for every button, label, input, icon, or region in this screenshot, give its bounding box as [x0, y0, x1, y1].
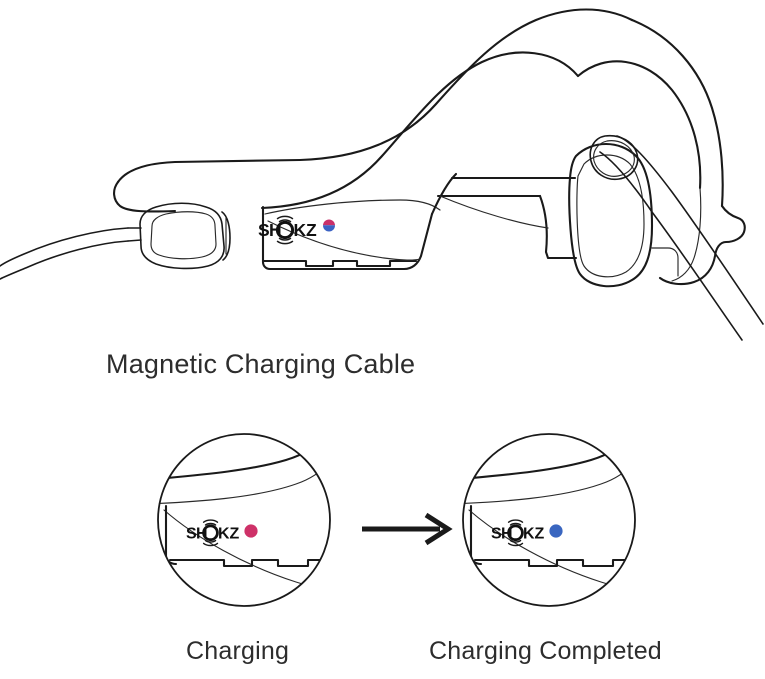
- charging-circle-contents: S H K Z: [158, 434, 330, 591]
- completed-circle-border: [462, 433, 636, 607]
- status-led-top-half: [323, 219, 335, 226]
- brand-wordmark-k: K: [294, 220, 307, 240]
- callout-a-wordmark-o-ring: [202, 524, 219, 542]
- page-title: Magnetic Charging Cable: [106, 349, 416, 379]
- callout-a-wordmark-h: H: [196, 526, 207, 543]
- callout-b-soundwave-arcs-icon: [507, 519, 524, 547]
- pad-ring-inner: [593, 140, 635, 177]
- cable-over-ear-edge-a: [616, 135, 764, 325]
- soundwave-arcs-icon: [276, 215, 294, 245]
- ear-hook-inner: [576, 60, 702, 190]
- connector-contact-plate: [221, 211, 231, 261]
- callout-a-soundwave-arcs-icon: [202, 519, 219, 547]
- rear-arm-bracket: [538, 194, 578, 260]
- charging-led: [244, 524, 258, 538]
- pad-ring-outer: [589, 134, 639, 181]
- magnetic-connector-body: [139, 202, 225, 270]
- status-led-bottom-half: [323, 225, 335, 232]
- headset-line-art: S H K Z: [0, 8, 764, 341]
- headband-outer: [116, 8, 634, 184]
- callout-b-sweep: [468, 509, 635, 591]
- charging-callout: S H K Z: [156, 432, 332, 608]
- ear-hook-base: [651, 247, 679, 277]
- transducer-pad-outer: [568, 143, 654, 288]
- right-arrow-icon: [362, 512, 453, 546]
- cable-over-ear-edge-b: [599, 151, 743, 341]
- headband-left-tip: [113, 180, 177, 213]
- flow-arrow: [360, 512, 456, 546]
- module-riser: [430, 172, 458, 216]
- charging-completed-led: [549, 524, 563, 538]
- charging-detail-circle: S H K Z: [157, 433, 331, 607]
- callout-b-wordmark-k: K: [523, 526, 535, 543]
- transducer-pad-inner: [576, 154, 645, 278]
- ear-hook-body: [658, 204, 746, 286]
- brand-wordmark-o-ring: [275, 220, 295, 240]
- cable-strain-relief: [127, 227, 142, 242]
- charging-contacts-edge: [262, 259, 418, 268]
- callout-b-contacts: [473, 558, 635, 568]
- completed-callout: S H K Z: [461, 432, 637, 608]
- callout-a-contacts: [168, 558, 330, 568]
- callout-b-wordmark-o-ring: [507, 524, 524, 542]
- completed-detail-circle: S H K Z: [462, 433, 636, 607]
- left-module-body: [261, 205, 434, 271]
- brand-wordmark-s: S: [258, 220, 269, 240]
- callout-b-brand-logo: S H K Z: [491, 519, 545, 547]
- callout-b-left-edge: [469, 504, 483, 566]
- charging-label: Charging: [186, 637, 290, 665]
- magnetic-connector-inner: [150, 211, 217, 260]
- callout-a-crease: [158, 455, 330, 505]
- rear-arm-bracket-crease: [439, 195, 549, 229]
- callout-a-wordmark-s: S: [186, 526, 197, 543]
- headband-inner: [260, 51, 580, 210]
- callout-a-brand-logo: S H K Z: [186, 519, 240, 547]
- callout-a-left-edge: [164, 504, 178, 566]
- completed-circle-contents: S H K Z: [463, 434, 635, 591]
- module-sweep-line: [267, 220, 421, 261]
- module-top-crease: [264, 199, 441, 215]
- arrow-head: [424, 512, 453, 546]
- callout-a-wordmark-z: Z: [230, 526, 240, 543]
- cable-edge-bottom: [0, 240, 129, 280]
- charging-circle-border: [157, 433, 331, 607]
- charging-completed-label: Charging Completed: [429, 637, 662, 665]
- headset-illustration: S H K Z: [0, 8, 764, 341]
- ear-hook-outer: [630, 18, 724, 208]
- callout-b-crease: [463, 455, 635, 505]
- status-led-indicator: [323, 219, 335, 232]
- cable-edge-top: [0, 227, 129, 267]
- callout-b-wordmark-z: Z: [535, 526, 545, 543]
- callout-a-sweep: [163, 509, 330, 591]
- brand-logo-group: S H K Z: [258, 215, 317, 245]
- brand-wordmark-z: Z: [306, 220, 317, 240]
- callout-a-wordmark-k: K: [218, 526, 230, 543]
- ear-hook-tail-crease: [671, 187, 702, 282]
- callout-b-wordmark-s: S: [491, 526, 502, 543]
- callout-b-wordmark-h: H: [501, 526, 512, 543]
